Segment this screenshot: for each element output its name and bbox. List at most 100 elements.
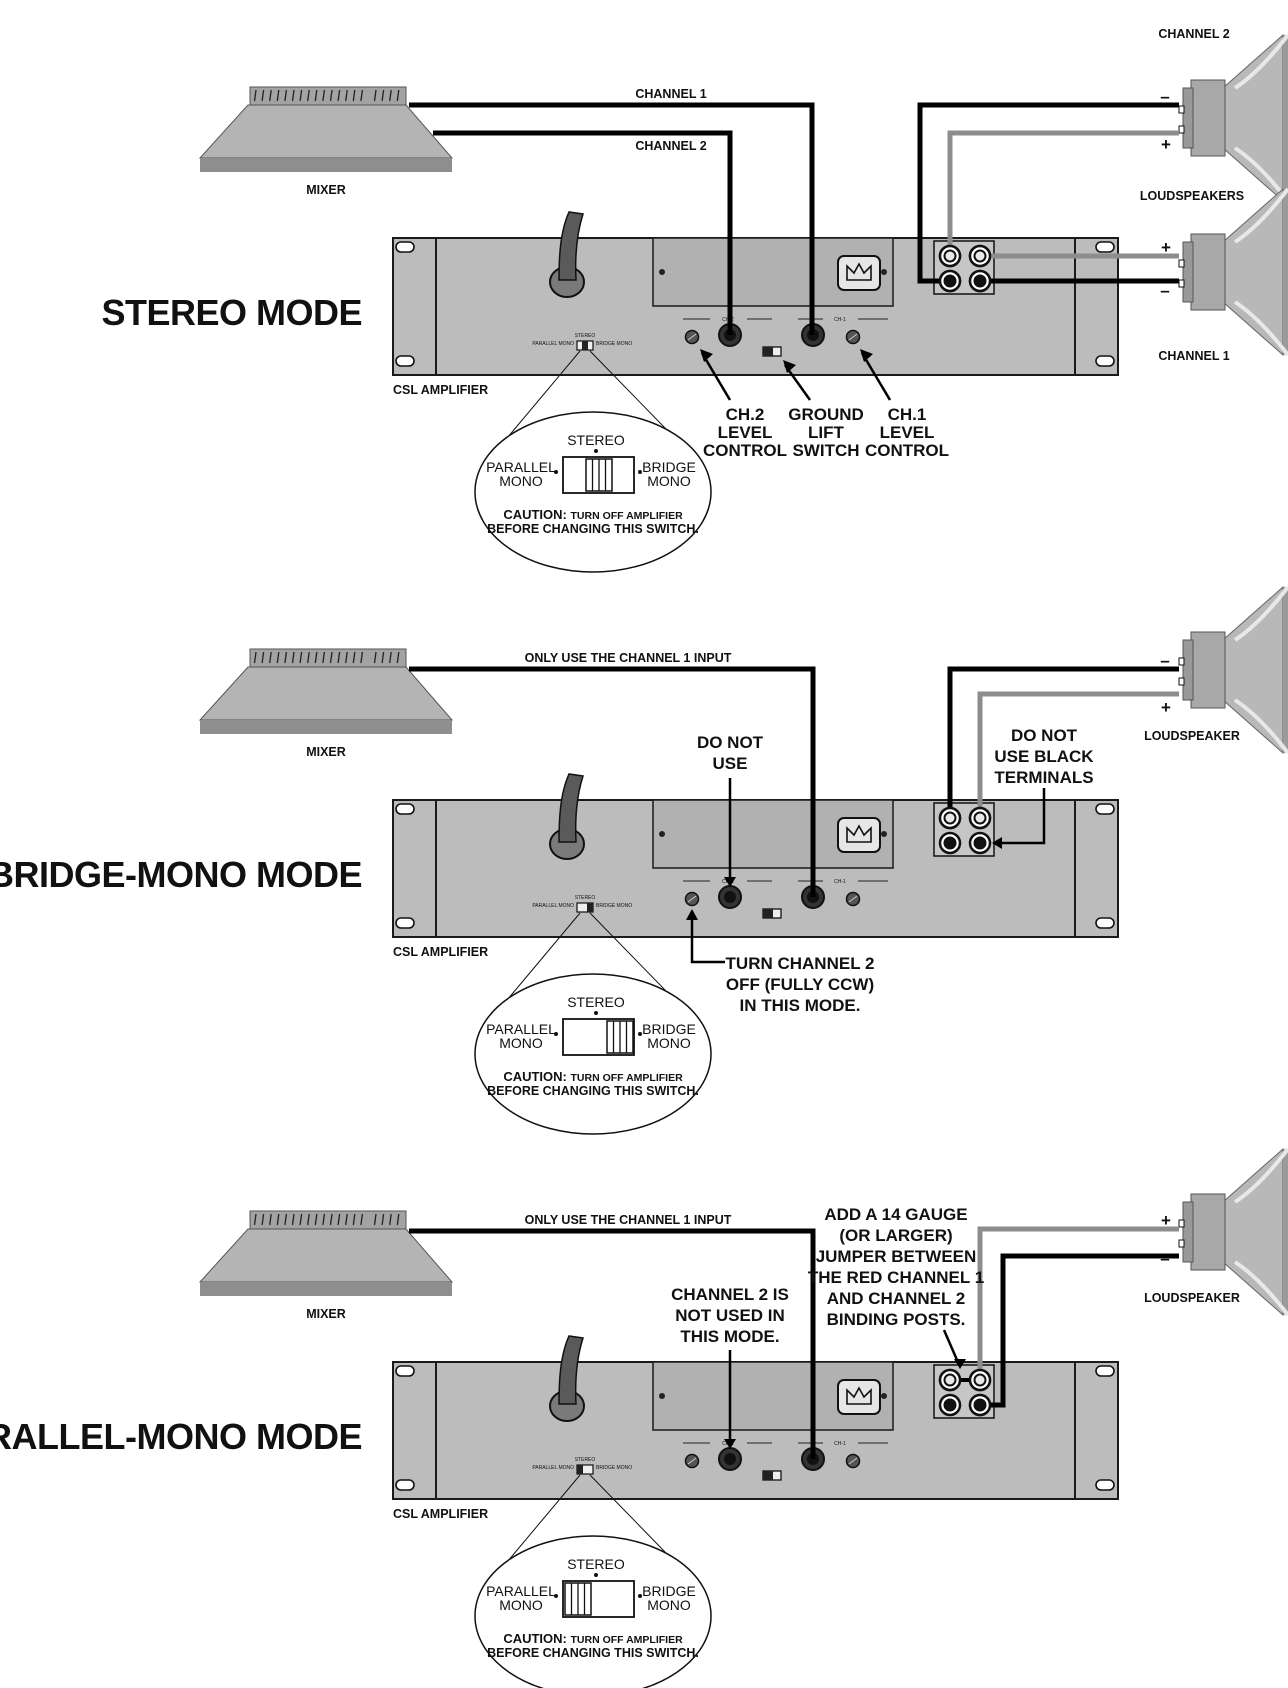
arrow-jumper (942, 1329, 966, 1369)
rack-slot (395, 917, 415, 929)
mixer: MIXER (198, 648, 454, 759)
binding-post-core (973, 811, 987, 825)
callout-jumper-line-5: AND CHANNEL 2 (827, 1289, 966, 1308)
wire-channel-1-input (409, 1228, 816, 1459)
arrow-ground-lift (783, 360, 812, 401)
rack-slot (1095, 803, 1115, 815)
ch1-panel-label: CH-1 (834, 1441, 846, 1447)
zoom-caution-line-2: BEFORE CHANGING THIS SWITCH. (487, 1084, 699, 1098)
label-only-channel-1: ONLY USE THE CHANNEL 1 INPUT (525, 651, 732, 665)
mode-switch-stereo-label: STEREO (575, 895, 596, 901)
zoom-switch-lever (564, 1582, 592, 1616)
ch1-panel-label: CH-1 (834, 317, 846, 323)
arrow-black-terminals-shaft (1000, 788, 1046, 845)
mixer-top (249, 648, 407, 668)
zoom-caution-line-1: CAUTION: TURN OFF AMPLIFIER (503, 1069, 683, 1084)
window-screw (659, 269, 665, 275)
callout-turn-ch2-off-line-2: OFF (FULLY CCW) (726, 975, 874, 994)
speaker-channel-1-back (1182, 241, 1194, 303)
label-channel-1: CHANNEL 1 (635, 87, 706, 101)
mode-switch-lever (582, 341, 588, 350)
polarity-minus: – (1160, 1249, 1169, 1268)
mixer-fader (276, 89, 280, 102)
zoom-bridge-dot (638, 470, 642, 474)
loudspeaker-terminal-minus (1178, 657, 1185, 666)
mixer-fader (396, 89, 400, 102)
mixer-label: MIXER (306, 745, 346, 759)
ch1-panel-label: CH-1 (834, 879, 846, 885)
ch2-input-jack-center (724, 1453, 736, 1465)
zoom-switch-lever (585, 458, 613, 492)
zoom-parallel-label: PARALLEL (486, 1583, 556, 1599)
speaker-channel-1-magnet (1190, 233, 1226, 311)
mode-switch-parallel-label: PARALLEL MONO (532, 903, 574, 909)
mixer-fader (314, 651, 318, 664)
ch1-black-post-core (973, 836, 987, 850)
amp-label: CSL AMPLIFIER (393, 945, 488, 959)
mixer-label: MIXER (306, 1307, 346, 1321)
callout-jumper-line-4: THE RED CHANNEL 1 (808, 1268, 984, 1287)
zoom-switch-lever (606, 1020, 634, 1054)
arrow-ground-lift-head (783, 360, 796, 373)
zoom-stereo-dot (594, 1573, 598, 1577)
mixer-fader (352, 1213, 356, 1226)
mixer-fader (337, 651, 341, 664)
zoom-bridge-label-2: MONO (647, 1597, 691, 1613)
loudspeaker-highlight (1233, 585, 1288, 642)
speaker-channel-2 (1178, 33, 1288, 203)
rack-slot (1095, 355, 1115, 367)
speaker-channel-1-terminal-minus (1178, 259, 1185, 268)
mixer-fader (360, 651, 364, 664)
mixer: MIXER (198, 86, 454, 197)
arrow-black-terminals (992, 788, 1046, 849)
speaker-channel-1-highlight (1233, 187, 1288, 244)
callout-ground-lift-line-1: GROUND (788, 405, 864, 424)
mixer-fader (314, 89, 318, 102)
arrow-jumper-head (954, 1359, 966, 1369)
zoom-bridge-label: BRIDGE (642, 459, 696, 475)
arrow-turn-ch2-off-head (686, 909, 698, 920)
mixer-base (200, 1282, 452, 1296)
loudspeaker-terminal-minus (1178, 1219, 1185, 1228)
zoom-caution-line-2: BEFORE CHANGING THIS SWITCH. (487, 1646, 699, 1660)
binding-post-core (973, 249, 987, 263)
polarity-ch1-minus: – (1160, 281, 1169, 300)
binding-post-core (943, 811, 957, 825)
caution-head: CAUTION: (503, 1069, 570, 1084)
label-only-channel-1: ONLY USE THE CHANNEL 1 INPUT (525, 1213, 732, 1227)
callout-jumper-line-3: JUMPER BETWEEN (816, 1247, 977, 1266)
arrow-ch1-level-head (860, 349, 873, 362)
mixer-fader (373, 1213, 377, 1226)
zoom-stereo-dot (594, 1011, 598, 1015)
mixer-fader (291, 651, 295, 664)
speaker-channel-2-back (1182, 87, 1194, 149)
speaker-channel-2-terminal-plus (1178, 125, 1185, 134)
mixer-fader (389, 89, 392, 102)
callout-ch2-not-used-line-3: THIS MODE. (680, 1327, 779, 1346)
crown-icon (846, 1386, 872, 1405)
loudspeaker-rim (1283, 587, 1288, 753)
mixer-fader (389, 1213, 392, 1226)
wire-channel-2-input (433, 130, 733, 335)
mixer-fader (276, 1213, 280, 1226)
zoom-parallel-dot (554, 1594, 558, 1598)
rack-slot (1095, 917, 1115, 929)
binding-post-core (943, 249, 957, 263)
loudspeaker-highlight (1233, 1147, 1288, 1204)
mixer-fader (396, 1213, 400, 1226)
window-screw (659, 1393, 665, 1399)
label-loudspeakers: LOUDSPEAKERS (1140, 189, 1244, 203)
mixer-body (198, 1228, 454, 1283)
mixer-fader (329, 651, 333, 664)
zoom-parallel-dot (554, 470, 558, 474)
mixer-fader (261, 1213, 265, 1226)
label-speaker-channel-1: CHANNEL 1 (1158, 349, 1229, 363)
caution-rest: TURN OFF AMPLIFIER (570, 1634, 683, 1646)
callout-ch2-level-line-3: CONTROL (703, 441, 787, 460)
crown-logo-icon (837, 817, 881, 853)
